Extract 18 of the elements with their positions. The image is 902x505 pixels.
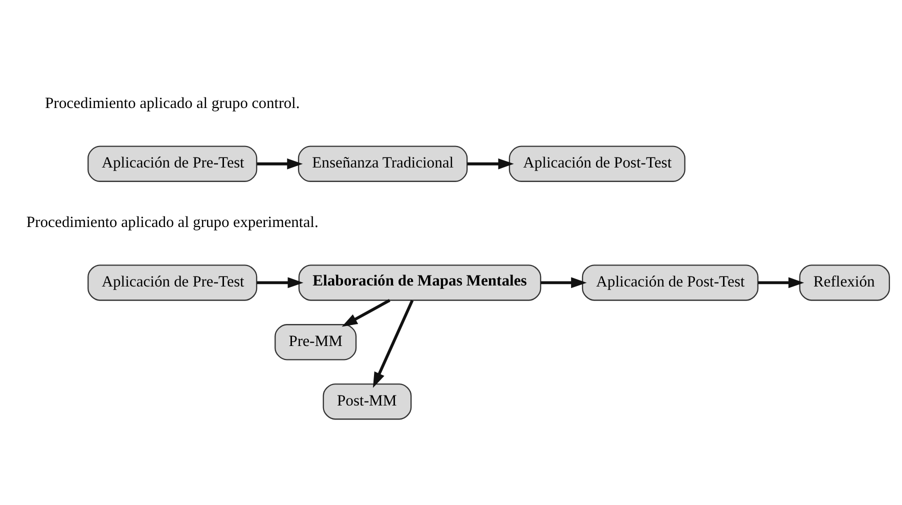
node-box: Aplicación de Pre-Test: [88, 264, 258, 300]
arrow: [467, 158, 514, 169]
label: Procedimiento aplicado al grupo control.: [44, 94, 300, 112]
arrow: [540, 276, 587, 288]
node-box: Pre-MM: [274, 324, 357, 360]
node-box: Aplicación de Pre-Test: [88, 145, 258, 182]
node-box: Reflexión: [799, 264, 890, 300]
arrow: [257, 158, 303, 169]
label: Procedimiento aplicado al grupo experimental.: [26, 213, 318, 230]
node-box: Post-MM: [322, 382, 412, 420]
arrow: [342, 298, 390, 326]
arrow: [372, 299, 414, 388]
node-box: Elaboración de Mapas Mentales: [298, 264, 542, 300]
node-box: Enseñanza Tradicional: [298, 145, 468, 182]
node-box: Aplicación de Post-Test: [508, 145, 686, 182]
node-box: Aplicación de Post-Test: [582, 264, 758, 300]
arrow: [256, 276, 304, 288]
arrow: [758, 276, 804, 288]
